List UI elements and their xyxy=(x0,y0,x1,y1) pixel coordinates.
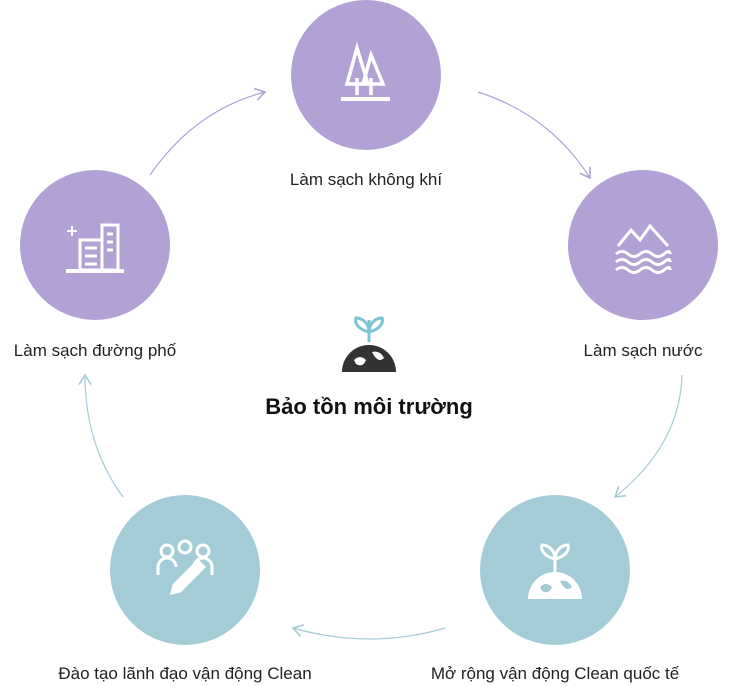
trees-icon xyxy=(341,41,390,101)
people-pencil-icon xyxy=(156,539,214,596)
center-title: Bảo tồn môi trường xyxy=(265,394,473,419)
arrow-global-to-leadership xyxy=(291,624,446,640)
node-label: Mở rộng vận động Clean quốc tế xyxy=(430,664,680,683)
arrow-leadership-to-streets xyxy=(78,373,124,498)
node-label: Đào tạo lãnh đạo vận động Clean xyxy=(58,664,312,683)
node-clean-water xyxy=(568,170,718,320)
node-label: Làm sạch nước xyxy=(583,341,703,360)
sprout-globe-icon xyxy=(342,316,396,372)
node-label: Làm sạch không khí xyxy=(289,170,443,189)
node-label: Làm sạch đường phố xyxy=(13,341,177,360)
node-clean-air xyxy=(291,0,441,150)
arrow-streets-to-air xyxy=(149,87,267,176)
mountain-water-icon xyxy=(615,223,672,274)
node-global-clean-campaign xyxy=(480,495,630,645)
node-leadership-training xyxy=(110,495,260,645)
buildings-icon xyxy=(66,223,124,273)
node-clean-streets xyxy=(20,170,170,320)
sprout-globe-icon xyxy=(528,543,582,599)
arrow-water-to-global xyxy=(613,374,683,498)
arrow-air-to-water xyxy=(477,91,591,180)
